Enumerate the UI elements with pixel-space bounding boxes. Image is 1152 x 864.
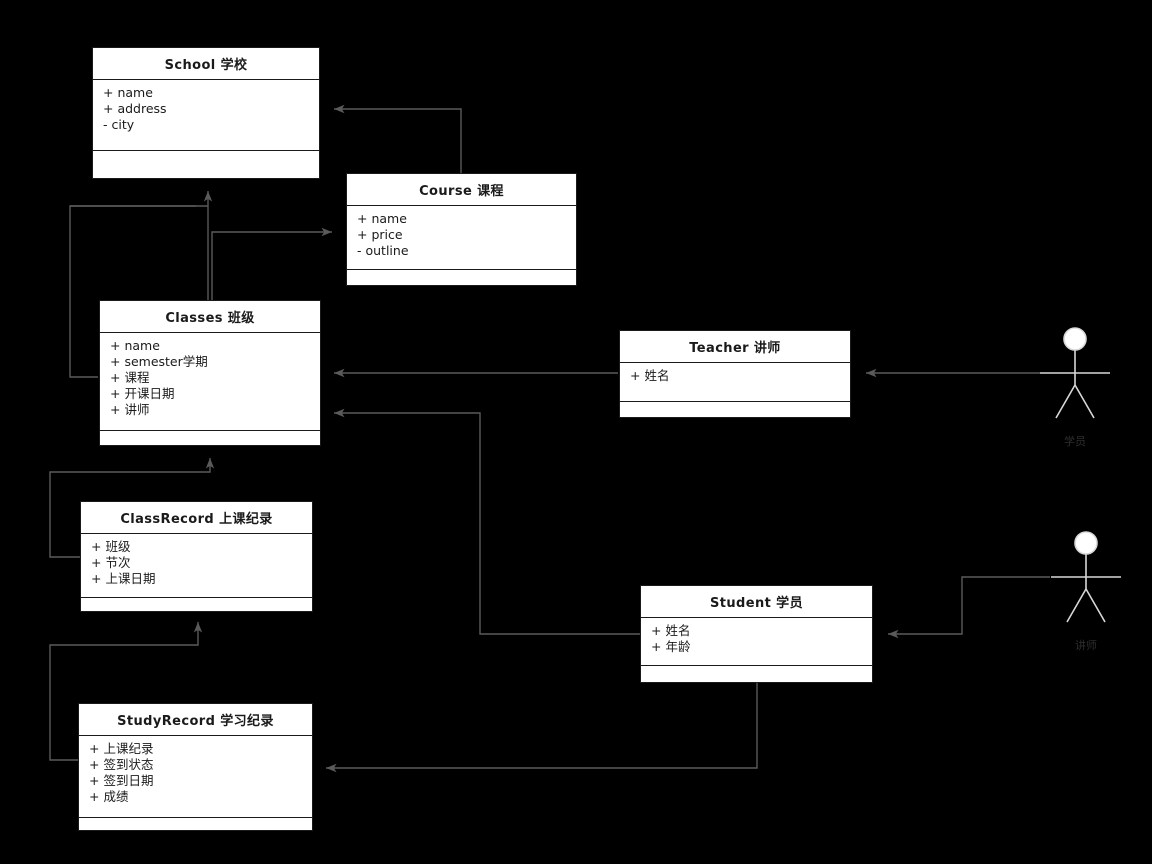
attribute-row: + 姓名 [651, 623, 691, 638]
attribute-row: + 姓名 [630, 368, 670, 383]
attribute-row: + 成绩 [89, 789, 129, 804]
class-box-teacher[interactable]: Teacher 讲师 + 姓名 [619, 330, 851, 418]
actor-student-figure [1040, 327, 1110, 419]
class-box-school[interactable]: School 学校 + name + address - city [92, 47, 320, 179]
relation-student-to-classes [334, 408, 640, 635]
attribute-row: + 年龄 [651, 639, 691, 654]
attribute-row: + 节次 [91, 555, 131, 570]
relation-student-to-studyrecord [326, 683, 758, 773]
attribute-row: + 上课日期 [91, 571, 156, 586]
attribute-row: + 签到日期 [89, 773, 154, 788]
attribute-row: + address [103, 101, 167, 116]
class-attributes-school: + name + address - city [93, 80, 319, 151]
class-title-course: Course 课程 [347, 174, 576, 206]
class-title-student: Student 学员 [641, 586, 872, 618]
actor-label-teacher: 讲师 [1075, 639, 1097, 652]
class-box-classes[interactable]: Classes 班级 + name + semester学期 + 课程 + 开课… [99, 300, 321, 446]
attribute-row: + price [357, 227, 403, 242]
attribute-row: + 班级 [91, 539, 131, 554]
class-attributes-teacher: + 姓名 [620, 363, 850, 402]
class-title-classrecord: ClassRecord 上课纪录 [81, 502, 312, 534]
class-box-studyrecord[interactable]: StudyRecord 学习纪录 + 上课纪录 + 签到状态 + 签到日期 + … [78, 703, 313, 831]
class-box-course[interactable]: Course 课程 + name + price - outline [346, 173, 577, 286]
class-title-classes: Classes 班级 [100, 301, 320, 333]
attribute-row: + name [357, 211, 407, 226]
class-title-teacher: Teacher 讲师 [620, 331, 850, 363]
actor-label-student: 学员 [1064, 435, 1086, 448]
class-attributes-student: + 姓名 + 年龄 [641, 618, 872, 666]
attribute-row: + semester学期 [110, 354, 208, 369]
class-operations-course [347, 270, 576, 297]
class-title-studyrecord: StudyRecord 学习纪录 [79, 704, 312, 736]
class-operations-classrecord [81, 598, 312, 624]
class-attributes-course: + name + price - outline [347, 206, 576, 270]
relation-classrecord-to-classes [49, 458, 215, 558]
attribute-row: + 课程 [110, 370, 150, 385]
class-box-classrecord[interactable]: ClassRecord 上课纪录 + 班级 + 节次 + 上课日期 [80, 501, 313, 612]
actor-teacher-figure [1051, 531, 1121, 623]
class-operations-teacher [620, 402, 850, 429]
attribute-row: - city [103, 117, 135, 132]
relation-course-to-school [334, 104, 462, 176]
class-operations-classes [100, 431, 320, 459]
class-attributes-classrecord: + 班级 + 节次 + 上课日期 [81, 534, 312, 598]
attribute-row: - outline [357, 243, 409, 258]
class-box-student[interactable]: Student 学员 + 姓名 + 年龄 [640, 585, 873, 683]
class-attributes-classes: + name + semester学期 + 课程 + 开课日期 + 讲师 [100, 333, 320, 431]
relation-studyrecord-to-classrecord [49, 622, 203, 761]
class-operations-school [93, 151, 319, 179]
attribute-row: + 上课纪录 [89, 741, 154, 756]
attribute-row: + 开课日期 [110, 386, 175, 401]
attribute-row: + 讲师 [110, 402, 150, 417]
attribute-row: + name [110, 338, 160, 353]
relation-actor-teacher-to-student [888, 576, 1050, 639]
attribute-row: + 签到状态 [89, 757, 154, 772]
class-attributes-studyrecord: + 上课纪录 + 签到状态 + 签到日期 + 成绩 [79, 736, 312, 818]
class-operations-studyrecord [79, 818, 312, 845]
class-title-school: School 学校 [93, 48, 319, 80]
relation-classes-to-course [211, 227, 332, 300]
attribute-row: + name [103, 85, 153, 100]
class-operations-student [641, 666, 872, 695]
